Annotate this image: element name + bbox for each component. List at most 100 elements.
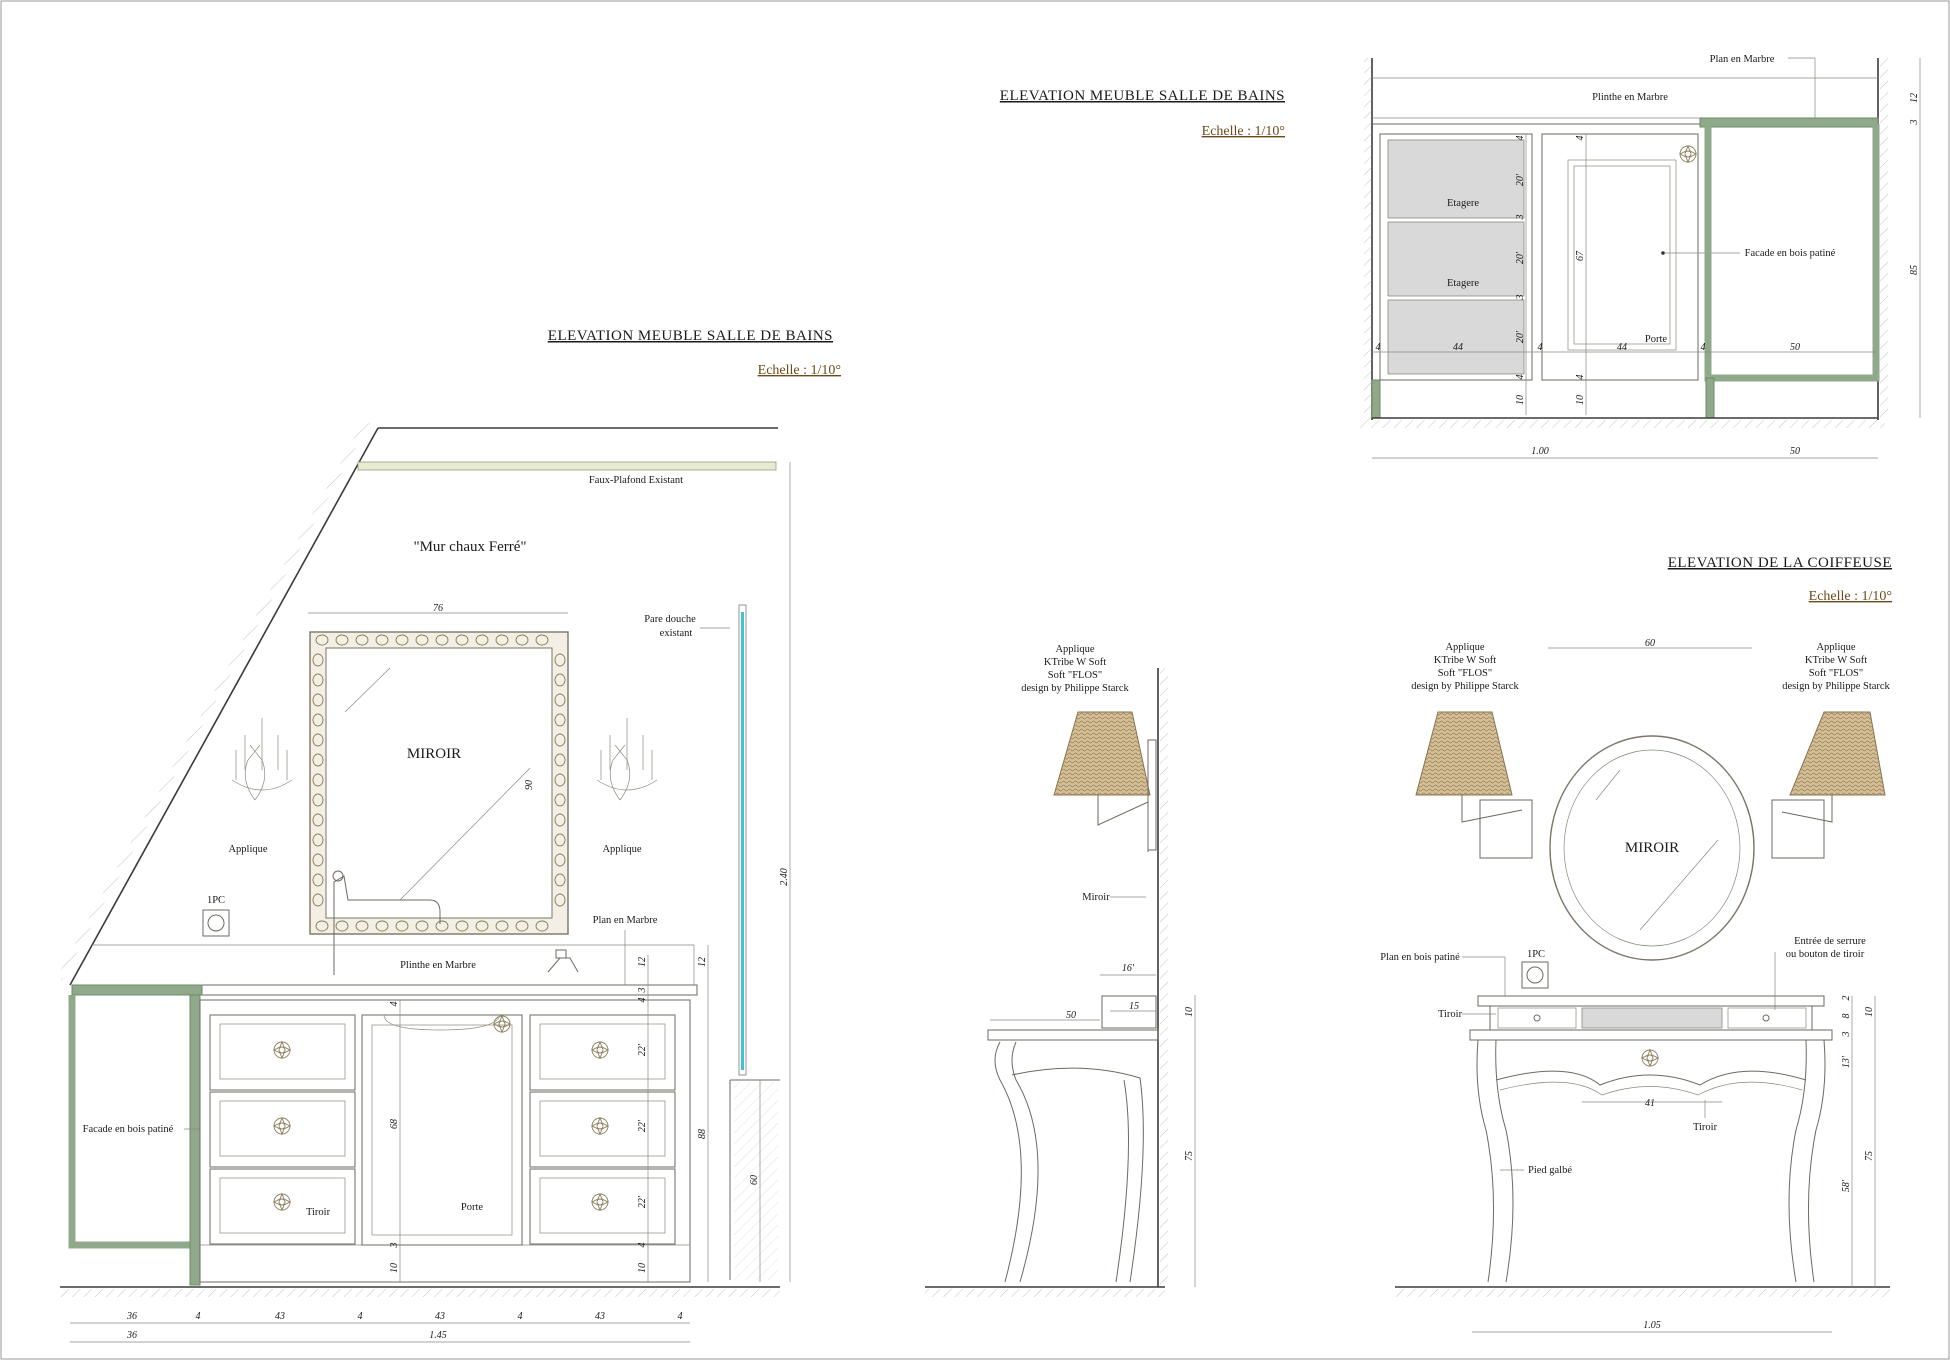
cab-dim-d4b: 4 bbox=[1575, 375, 1586, 380]
cabinet-elevation: ELEVATION MEUBLE SALLE DE BAINS Echelle … bbox=[1000, 54, 1921, 459]
mirror-height-dim: 90 bbox=[524, 780, 535, 790]
dim-t4a: 4 bbox=[637, 998, 648, 1003]
front-socket-label: 1PC bbox=[1527, 949, 1545, 960]
ceiling-label: Faux-Plafond Existant bbox=[589, 475, 683, 486]
cabinet-elevation-title: ELEVATION MEUBLE SALLE DE BAINS bbox=[1000, 88, 1285, 104]
vanity-scale: Echelle : 1/10° bbox=[1809, 589, 1892, 604]
side-dim-15: 15 bbox=[1129, 1001, 1139, 1012]
cab-dim-w44a: 44 bbox=[1453, 342, 1463, 353]
side-lamp-line-3: Soft "FLOS" bbox=[1048, 670, 1102, 681]
drawer-label: Tiroir bbox=[306, 1207, 331, 1218]
vanity-side-view: Applique KTribe W Soft Soft "FLOS" desig… bbox=[925, 644, 1196, 1297]
front-lamp-left-shade bbox=[1415, 711, 1513, 796]
shelf-label-2: Etagere bbox=[1447, 278, 1479, 289]
cab-dim-w4c: 4 bbox=[1701, 342, 1706, 353]
shelf-label-1: Etagere bbox=[1447, 198, 1479, 209]
cab-dim-total1: 1.00 bbox=[1531, 446, 1549, 457]
front-dim-r2: 2 bbox=[1841, 996, 1852, 1001]
dim-c10: 10 bbox=[389, 1263, 400, 1273]
cab-dim-w50: 50 bbox=[1790, 342, 1800, 353]
cab-dim-s10: 10 bbox=[1515, 395, 1526, 405]
dim-t4b: 4 bbox=[637, 1243, 648, 1248]
cab-dim-s3a: 3 bbox=[1515, 215, 1526, 221]
lock-label-2: ou bouton de tiroir bbox=[1786, 949, 1865, 960]
dim-h-4: 43 bbox=[435, 1311, 445, 1322]
front-lamp-right-line-1: Applique bbox=[1816, 642, 1855, 653]
dim-total-36: 36 bbox=[126, 1330, 137, 1341]
cab-dim-r12: 12 bbox=[1909, 93, 1920, 103]
front-drawer-center: Tiroir bbox=[1693, 1122, 1718, 1133]
front-lamp-right-shade bbox=[1789, 711, 1886, 796]
front-dim-r13: 13' bbox=[1841, 1055, 1852, 1068]
right-drawer-stack bbox=[529, 1014, 676, 1245]
side-lamp-line-1: Applique bbox=[1055, 644, 1094, 655]
cab-dim-s4b: 4 bbox=[1515, 375, 1526, 380]
leg-label: Pied galbé bbox=[1528, 1165, 1572, 1176]
cab-dim-w4a: 4 bbox=[1376, 342, 1381, 353]
dim-c68: 68 bbox=[389, 1119, 400, 1129]
sconce-right bbox=[596, 718, 658, 801]
side-dim-10: 10 bbox=[1184, 1007, 1195, 1017]
cab-dim-s3b: 3 bbox=[1515, 295, 1526, 301]
dim-b10: 10 bbox=[637, 1263, 648, 1273]
dim-h-5: 4 bbox=[518, 1311, 523, 1322]
bath-elevation: ELEVATION MEUBLE SALLE DE BAINS Echelle … bbox=[55, 328, 841, 1343]
dim-plinth2: 12 bbox=[697, 957, 708, 967]
front-drawer-left: Tiroir bbox=[1438, 1009, 1463, 1020]
dim-h240: 2.40 bbox=[779, 868, 790, 886]
cabinet-door-label: Porte bbox=[1645, 334, 1668, 345]
cab-dim-s20c: 20' bbox=[1515, 330, 1526, 343]
wall-finish-label: "Mur chaux Ferré" bbox=[413, 539, 526, 555]
dim-d22a: 22' bbox=[637, 1043, 648, 1056]
side-dim-75: 75 bbox=[1184, 1151, 1195, 1161]
dim-h88: 88 bbox=[697, 1129, 708, 1139]
dim-c4: 4 bbox=[389, 1002, 400, 1007]
front-mirror-label: MIROIR bbox=[1625, 840, 1679, 856]
sconce-left bbox=[231, 718, 293, 801]
cab-dim-s20a: 20' bbox=[1515, 173, 1526, 186]
sconce-left-label: Applique bbox=[228, 844, 267, 855]
front-lamp-left-line-1: Applique bbox=[1445, 642, 1484, 653]
cab-dim-d4a: 4 bbox=[1575, 136, 1586, 141]
cab-dim-r3: 3 bbox=[1909, 120, 1920, 126]
cabinet-top-label: Plan en Marbre bbox=[1710, 54, 1775, 65]
front-lamp-right-line-3: Soft "FLOS" bbox=[1809, 668, 1863, 679]
cabinet-plinth-label: Plinthe en Marbre bbox=[1592, 92, 1668, 103]
cab-dim-d10: 10 bbox=[1575, 395, 1586, 405]
dim-h-3: 4 bbox=[358, 1311, 363, 1322]
oval-mirror bbox=[1549, 735, 1755, 961]
front-lamp-right-line-2: KTribe W Soft bbox=[1805, 655, 1867, 666]
dim-plinth: 12 bbox=[637, 957, 648, 967]
dim-c3: 3 bbox=[389, 1243, 400, 1249]
cabinet-elevation-scale: Echelle : 1/10° bbox=[1202, 124, 1285, 139]
bath-elevation-title: ELEVATION MEUBLE SALLE DE BAINS bbox=[548, 328, 833, 344]
side-dim-16: 16' bbox=[1122, 963, 1135, 974]
socket-label: 1PC bbox=[207, 895, 225, 906]
side-lamp-line-4: design by Philippe Starck bbox=[1021, 683, 1129, 694]
side-dim-50: 50 bbox=[1066, 1010, 1076, 1021]
dim-d22b: 22' bbox=[637, 1119, 648, 1132]
cab-dim-r85: 85 bbox=[1909, 265, 1920, 275]
bath-elevation-scale: Echelle : 1/10° bbox=[758, 363, 841, 378]
vanity-title: ELEVATION DE LA COIFFEUSE bbox=[1668, 555, 1892, 571]
dim-t3a: 3 bbox=[637, 988, 648, 994]
lock-label-1: Entrée de serrure bbox=[1794, 936, 1866, 947]
front-lamp-left-line-4: design by Philippe Starck bbox=[1411, 681, 1519, 692]
front-dim-r3: 3 bbox=[1841, 1032, 1852, 1038]
cabinet-facade-label: Facade en bois patiné bbox=[1745, 248, 1836, 259]
front-dim-r8: 8 bbox=[1841, 1014, 1852, 1019]
vanity-front-elevation: ELEVATION DE LA COIFFEUSE Echelle : 1/10… bbox=[1380, 555, 1892, 1333]
mirror-width-dim: 76 bbox=[433, 603, 443, 614]
cab-dim-s20b: 20' bbox=[1515, 251, 1526, 264]
dim-h60: 60 bbox=[749, 1175, 760, 1185]
top-label: Plan en Marbre bbox=[593, 915, 658, 926]
cab-dim-w44b: 44 bbox=[1617, 342, 1627, 353]
dim-h-1: 4 bbox=[196, 1311, 201, 1322]
dim-total-145: 1.45 bbox=[429, 1330, 447, 1341]
cab-dim-total2: 50 bbox=[1790, 446, 1800, 457]
cab-dim-d67: 67 bbox=[1575, 250, 1586, 261]
dim-h-7: 4 bbox=[678, 1311, 683, 1322]
left-drawer-stack bbox=[209, 1014, 356, 1245]
